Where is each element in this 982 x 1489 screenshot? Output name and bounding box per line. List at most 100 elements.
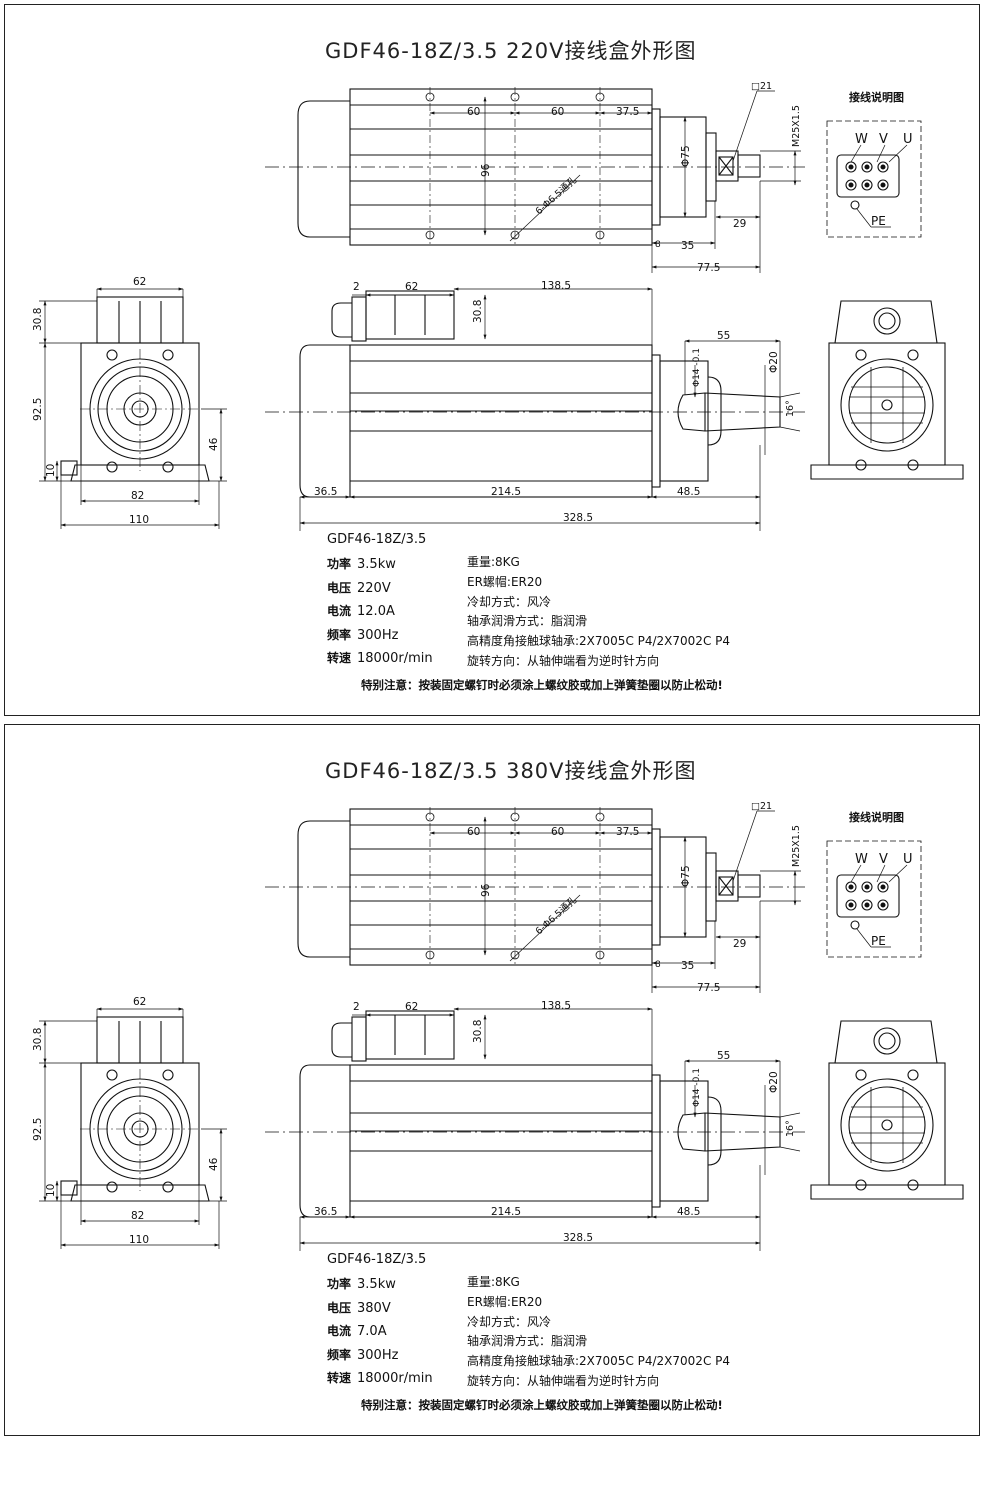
dimension-label: 8 xyxy=(655,240,661,250)
dimension-label: 60 xyxy=(467,106,480,118)
terminal-label: PE xyxy=(871,934,886,948)
dimension-label: 37.5 xyxy=(616,106,639,118)
dimension-label: 62 xyxy=(405,281,418,293)
spec-row: 高精度角接触球轴承:2X7005C P4/2X7002C P4 xyxy=(467,634,731,649)
spec-row: 频率 300Hz xyxy=(327,624,467,648)
spec-row: 旋转方向：从轴伸端看为逆时针方向 xyxy=(467,653,660,668)
dimension-label: 46 xyxy=(208,1157,220,1171)
dimension-label: 96 xyxy=(480,883,492,897)
spec-value: 18000r/min xyxy=(357,651,433,666)
sheet-title: GDF46-18Z/3.5 220V接线盒外形图 xyxy=(325,39,697,63)
spec-row: 电流 7.0A xyxy=(327,1320,467,1344)
dimension-label: □21 xyxy=(751,81,772,92)
dimension-label: 30.8 xyxy=(472,300,484,323)
side-view xyxy=(265,1007,805,1251)
terminal-label: V xyxy=(879,852,888,867)
technical-drawing: 60 60 37.5 96 6-Φ6.5通孔 Φ75 □21 M25X1.5 2… xyxy=(32,801,964,1251)
terminal-label: U xyxy=(903,132,913,147)
dimension-label: 77.5 xyxy=(697,982,720,994)
dimension-label: 328.5 xyxy=(563,512,593,524)
spec-row: 功率 3.5kw xyxy=(327,553,467,577)
spec-row: 冷却方式：风冷 xyxy=(467,594,552,609)
spec-row: 频率 300Hz xyxy=(327,1344,467,1368)
spec-key: 电压 xyxy=(327,1300,352,1315)
drawing-sheet: GDF46-18Z/3.5 220V接线盒外形图 xyxy=(4,4,980,716)
dimension-label: Φ75 xyxy=(680,865,692,887)
dimension-label: Φ20 xyxy=(768,1071,780,1093)
dimension-label: 16° xyxy=(785,1120,796,1137)
terminal-label: W xyxy=(855,852,868,867)
spec-row: 旋转方向：从轴伸端看为逆时针方向 xyxy=(467,1373,660,1388)
dimension-label: 36.5 xyxy=(314,486,337,498)
dimension-label: 82 xyxy=(131,1210,144,1222)
dimension-label: 37.5 xyxy=(616,826,639,838)
dimension-label: 138.5 xyxy=(541,1000,571,1012)
dimension-label: 30.8 xyxy=(472,1020,484,1043)
terminal-label: U xyxy=(903,852,913,867)
side-view xyxy=(265,287,805,531)
terminal-label: PE xyxy=(871,214,886,228)
dimension-label: 35 xyxy=(681,240,694,252)
technical-drawing: 60 60 37.5 96 6-Φ6.5通孔 Φ75 □21 M25X1.5 2… xyxy=(32,81,964,531)
dimension-label: 55 xyxy=(717,1050,730,1062)
dimension-label: 48.5 xyxy=(677,1206,700,1218)
drawing-sheet: GDF46-18Z/3.5 380V接线盒外形图 xyxy=(4,724,980,1436)
dimension-label: 214.5 xyxy=(491,486,521,498)
spec-value: 18000r/min xyxy=(357,1371,433,1386)
dimension-label: 60 xyxy=(551,826,564,838)
spec-value: 300Hz xyxy=(357,1347,399,1363)
wiring-diagram xyxy=(826,120,922,238)
spec-value: 300Hz xyxy=(357,627,399,643)
dimension-label: 77.5 xyxy=(697,262,720,274)
dimension-label: 82 xyxy=(131,490,144,502)
spec-row: 轴承润滑方式：脂润滑 xyxy=(467,614,588,629)
spec-value: 12.0A xyxy=(357,604,395,619)
spec-key: 电流 xyxy=(327,1324,352,1338)
spec-key: 频率 xyxy=(327,627,352,642)
dimension-label: 92.5 xyxy=(32,1118,44,1141)
dimension-label: 30.8 xyxy=(32,308,44,331)
top-view xyxy=(265,807,805,993)
dimension-label: 60 xyxy=(467,826,480,838)
warning-note: 特别注意：按装固定螺钉时必须涂上螺纹胶或加上弹簧垫圈以防止松动! xyxy=(361,678,723,692)
terminal-label: W xyxy=(855,132,868,147)
rear-view xyxy=(810,1020,964,1200)
warning-note: 特别注意：按装固定螺钉时必须涂上螺纹胶或加上弹簧垫圈以防止松动! xyxy=(361,1398,723,1412)
spec-key: 功率 xyxy=(327,557,352,571)
dimension-label: 62 xyxy=(133,276,146,288)
dimension-label: Φ20 xyxy=(768,351,780,373)
spec-value: 3.5kw xyxy=(357,557,396,572)
front-view xyxy=(39,287,227,529)
dimension-label: 29 xyxy=(733,218,746,230)
dimension-label: Φ75 xyxy=(680,145,692,167)
spec-key: 电流 xyxy=(327,604,352,618)
spec-row: 重量:8KG xyxy=(467,1275,520,1289)
dimension-label: 55 xyxy=(717,330,730,342)
dimension-label: 10 xyxy=(45,1184,57,1197)
dimension-label: 92.5 xyxy=(32,398,44,421)
spec-value: 7.0A xyxy=(357,1324,387,1339)
spec-value: 220V xyxy=(357,580,391,596)
dimension-label: 96 xyxy=(480,163,492,177)
dimension-label: 62 xyxy=(133,996,146,1008)
spec-row: ER螺帽:ER20 xyxy=(467,1294,543,1309)
dimension-label: 10 xyxy=(45,464,57,477)
dimension-label: 110 xyxy=(129,514,149,526)
spec-key: 频率 xyxy=(327,1347,352,1362)
sheet-title: GDF46-18Z/3.5 380V接线盒外形图 xyxy=(325,759,697,783)
spec-row: 冷却方式：风冷 xyxy=(467,1314,552,1329)
spec-row: 高精度角接触球轴承:2X7005C P4/2X7002C P4 xyxy=(467,1354,731,1369)
dimension-label: 2 xyxy=(353,1001,360,1013)
dimension-label: 36.5 xyxy=(314,1206,337,1218)
dimension-label: M25X1.5 xyxy=(791,825,802,867)
spec-value: 3.5kw xyxy=(357,1277,396,1292)
